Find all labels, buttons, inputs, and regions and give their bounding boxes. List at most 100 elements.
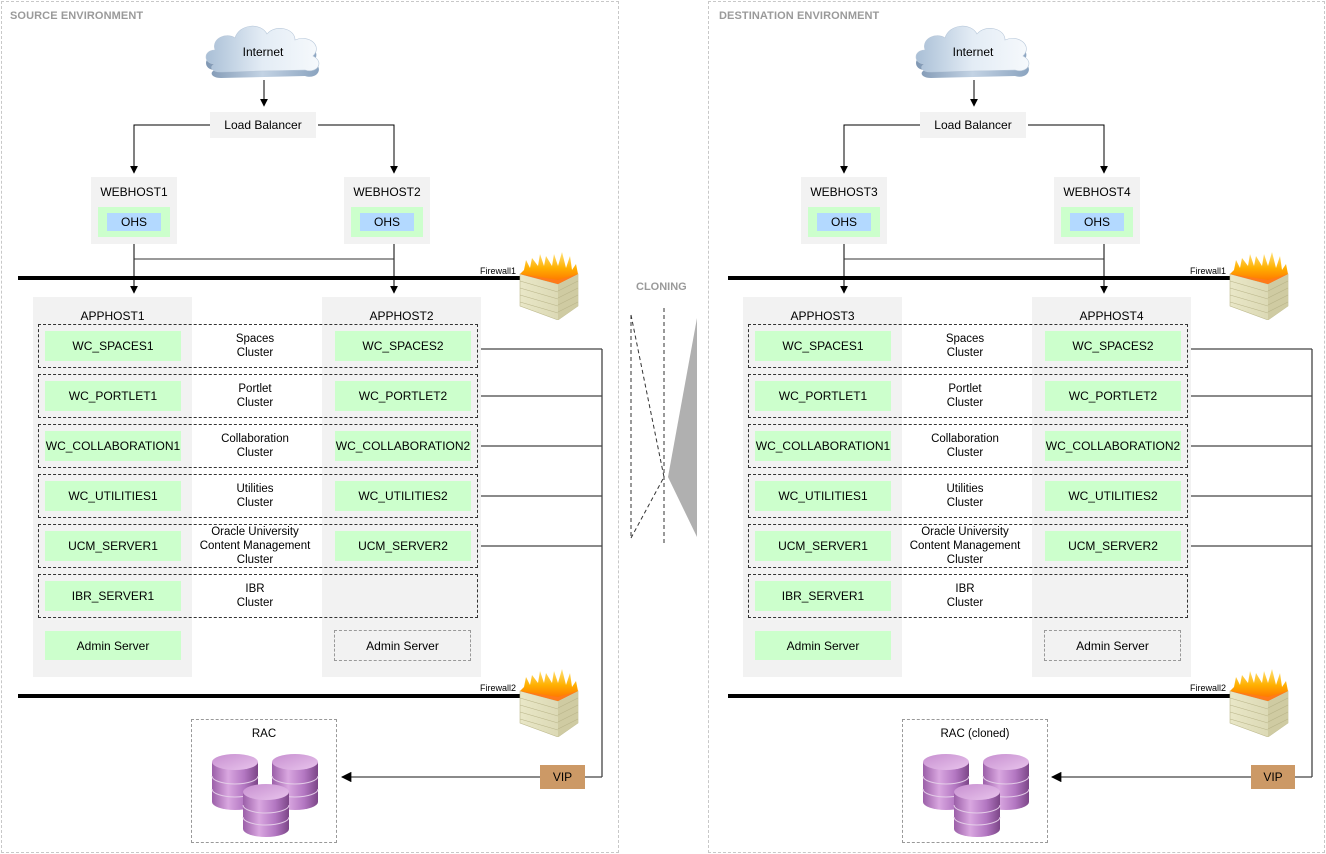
internet-label: Internet [242, 45, 284, 59]
destination-environment-title: DESTINATION ENVIRONMENT [719, 10, 880, 22]
server-node-1: UCM_SERVER1 [755, 531, 891, 561]
server-node-2: UCM_SERVER2 [1045, 531, 1181, 561]
cluster-label: Spaces Cluster [185, 324, 325, 368]
cluster-label: Oracle University Content Management Clu… [185, 524, 325, 568]
admin-server: Admin Server [45, 631, 181, 660]
admin-server: Admin Server [755, 631, 891, 660]
cluster-label: Utilities Cluster [895, 474, 1035, 518]
cluster-boundary [748, 524, 1188, 568]
firewall2-label: Firewall2 [480, 683, 517, 693]
cluster-label-line2: Cluster [946, 347, 984, 359]
cloning-label: CLONING [636, 281, 687, 293]
cluster-label-line2: Cluster [236, 497, 274, 509]
server-node-1: IBR_SERVER1 [45, 581, 181, 611]
apphost-name: APPHOST2 [369, 309, 434, 323]
webhost-4: WEBHOST4 OHS [1054, 177, 1140, 244]
cluster-boundary [38, 374, 478, 418]
cluster-label-line1: IBR [955, 583, 975, 595]
cluster-boundary [748, 424, 1188, 468]
server-node-1: WC_UTILITIES1 [45, 481, 181, 511]
cluster-label-line1: Oracle University [921, 526, 1009, 538]
server-node-2: WC_COLLABORATION2 [335, 431, 471, 461]
webhost-name: WEBHOST1 [100, 185, 168, 199]
cluster-label: Portlet Cluster [895, 374, 1035, 418]
server-node-1: IBR_SERVER1 [755, 581, 891, 611]
firewall2-icon [1228, 667, 1290, 737]
ohs-component: OHS [360, 213, 414, 231]
source-environment: SOURCE ENVIRONMENT Internet Load Balance… [0, 0, 620, 854]
ohs-component: OHS [817, 213, 871, 231]
server-node-1: WC_PORTLET1 [755, 381, 891, 411]
server-node-2: WC_SPACES2 [1045, 331, 1181, 361]
apphost-name: APPHOST3 [790, 309, 855, 323]
cluster-boundary [38, 324, 478, 368]
server-node-2: WC_PORTLET2 [1045, 381, 1181, 411]
firewall1-icon [1228, 250, 1290, 320]
webhost-name: WEBHOST4 [1063, 185, 1131, 199]
destination-environment-border [708, 1, 1325, 853]
cluster-label-line3: Cluster [236, 554, 274, 566]
cluster-label-line1: IBR [245, 583, 265, 595]
cluster-boundary [748, 324, 1188, 368]
database-icon [911, 742, 1041, 837]
server-node-1: WC_SPACES1 [755, 331, 891, 361]
cluster-boundary [748, 574, 1188, 618]
server-node-2: WC_UTILITIES2 [1045, 481, 1181, 511]
cluster-label-line1: Oracle University [211, 526, 299, 538]
cluster-label-line2: Cluster [236, 447, 274, 459]
source-environment-title: SOURCE ENVIRONMENT [10, 10, 144, 22]
webhost-1: WEBHOST1 OHS [91, 177, 177, 244]
ohs-component: OHS [107, 213, 161, 231]
cluster-label: Portlet Cluster [185, 374, 325, 418]
webhost-3: WEBHOST3 OHS [801, 177, 887, 244]
cluster-label-line2: Cluster [236, 347, 274, 359]
cluster-label-line1: Portlet [238, 383, 272, 395]
cluster-boundary [38, 574, 478, 618]
internet-label: Internet [952, 45, 994, 59]
server-node-1: UCM_SERVER1 [45, 531, 181, 561]
destination-environment: DESTINATION ENVIRONMENT Internet Load Ba… [708, 0, 1326, 854]
server-node-2: WC_COLLABORATION2 [1045, 431, 1181, 461]
cluster-label: IBR Cluster [895, 574, 1035, 618]
database-label: RAC [251, 728, 277, 740]
admin-server-standby: Admin Server [334, 630, 471, 661]
firewall2-label: Firewall2 [1190, 683, 1227, 693]
database-icon [200, 742, 330, 837]
server-node-1: WC_PORTLET1 [45, 381, 181, 411]
cluster-label-line1: Utilities [236, 483, 274, 495]
cluster-label-line2: Content Management [909, 540, 1021, 552]
cluster-label-line1: Collaboration [221, 433, 289, 445]
server-node-2: UCM_SERVER2 [335, 531, 471, 561]
cluster-label-line2: Cluster [236, 397, 274, 409]
cluster-label-line2: Cluster [946, 497, 984, 509]
cluster-label-line1: Portlet [948, 383, 982, 395]
cluster-label-line2: Cluster [236, 597, 274, 609]
webhost-name: WEBHOST2 [353, 185, 421, 199]
server-node-2: WC_SPACES2 [335, 331, 471, 361]
internet-cloud: Internet [911, 20, 1035, 82]
server-node-2: WC_UTILITIES2 [335, 481, 471, 511]
cluster-label-line1: Spaces [945, 333, 985, 345]
load-balancer: Load Balancer [210, 112, 316, 138]
server-node-1: WC_COLLABORATION1 [755, 431, 891, 461]
rac-database: RAC (cloned) [902, 719, 1048, 843]
cluster-label-line2: Cluster [946, 447, 984, 459]
cluster-boundary [748, 374, 1188, 418]
ohs-component: OHS [1070, 213, 1124, 231]
cluster-label: Oracle University Content Management Clu… [895, 524, 1035, 568]
cluster-label: Spaces Cluster [895, 324, 1035, 368]
server-node-1: WC_UTILITIES1 [755, 481, 891, 511]
cluster-label-line3: Cluster [946, 554, 984, 566]
source-connectors [18, 80, 603, 783]
destination-connectors [728, 80, 1313, 783]
cluster-label: Collaboration Cluster [895, 424, 1035, 468]
cloning-indicator: CLONING [620, 270, 708, 570]
apphost-name: APPHOST4 [1079, 309, 1144, 323]
cluster-boundary [748, 474, 1188, 518]
cluster-label-line2: Cluster [946, 597, 984, 609]
rac-database: RAC [191, 719, 337, 843]
firewall1-label: Firewall1 [480, 266, 517, 276]
cluster-label-line1: Utilities [946, 483, 984, 495]
webhost-2: WEBHOST2 OHS [344, 177, 430, 244]
server-node-1: WC_SPACES1 [45, 331, 181, 361]
